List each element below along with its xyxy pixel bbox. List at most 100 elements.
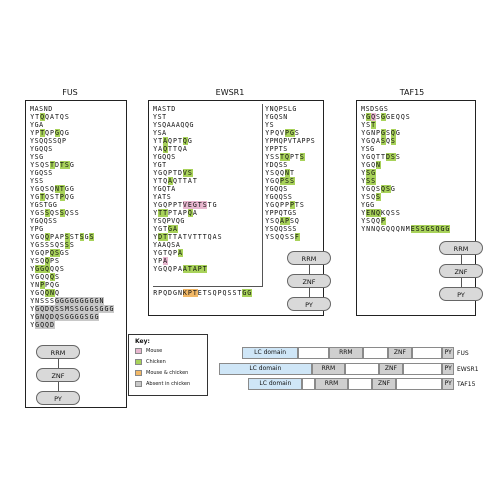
taf15-seq-line: YGG [361, 201, 375, 209]
segment-lc-domain: LC domain [248, 378, 303, 390]
fus-seq-line: YGSSSQSSS [30, 241, 75, 249]
fus-seq-line: YPTQPGQG [30, 129, 70, 137]
fus-seq-line: YGQQS [30, 145, 53, 153]
fus-title: FUS [62, 88, 78, 97]
taf15-seq-line: YGQSQSG [361, 185, 396, 193]
legend-swatch [135, 370, 142, 376]
taf15-link [461, 255, 462, 264]
ewsr1-seq-right-line: YGQPPPTS [265, 201, 305, 209]
segment-linker [348, 378, 373, 390]
ewsr1-seq-right-line: YNQPSLG [265, 105, 297, 113]
ewsr1-rrm-pill: RRM [287, 251, 331, 265]
ewsr1-seq-left-line: YSQAAAQQG [153, 121, 195, 129]
fus-seq-line: YNPPQG [30, 281, 60, 289]
taf15-znf-pill: ZNF [439, 264, 483, 278]
ewsr1-seq-left-line: YSA [153, 129, 167, 137]
ewsr1-seq-right-line: YSQQSSF [265, 233, 300, 241]
legend-label: Mouse [146, 348, 163, 354]
ewsr1-link [309, 265, 310, 274]
ewsr1-seq-right-line: YPQVPGS [265, 129, 300, 137]
ewsr1-seq-left-line: MASTD [153, 105, 176, 113]
ewsr1-link [309, 288, 310, 297]
fus-seq-line: YGQQD [30, 321, 55, 329]
taf15-seq-line: YGQSGGEQQS [361, 113, 411, 121]
taf15-rrm-pill: RRM [439, 241, 483, 255]
taf15-seq-line: YST [361, 121, 376, 129]
ewsr1-seq-left-line: YGT [153, 161, 167, 169]
fus-seq-line: YGTQSTPQG [30, 193, 75, 201]
taf15-seq-line: YGQTTDSS [361, 153, 401, 161]
fus-seq-line: YGQQQS [30, 273, 60, 281]
segment-linker [362, 347, 389, 359]
fus-seq-line: YPG [30, 225, 44, 233]
legend-title: Key: [135, 338, 150, 345]
taf15-seq-line: YGNPGSQG [361, 129, 401, 137]
taf15-seq-line: YSQS [361, 193, 381, 201]
segment-znf: ZNF [372, 378, 396, 390]
segment-rrm: RRM [311, 363, 345, 375]
segment-linker [411, 347, 443, 359]
taf15-seq-line: YGQASQS [361, 137, 396, 145]
segment-py: PY [442, 347, 454, 359]
taf15-seq-line: YSG [361, 169, 376, 177]
fus-py-pill: PY [36, 391, 80, 405]
segment-py: PY [442, 378, 454, 390]
ewsr1-seq-right-line: YSQAPSQ [265, 217, 300, 225]
ewsr1-seq-left-line: YPA [153, 257, 168, 265]
fus-seq-line: YGQDQSSMSSGGGSGGG [30, 305, 115, 313]
segment-py: PY [442, 363, 454, 375]
ewsr1-seq-right-line: YDQSS [265, 161, 288, 169]
ewsr1-seq-bottom-line: RPQDGNKPTETSQPQSSTGG [153, 289, 253, 297]
segment-rrm: RRM [315, 378, 348, 390]
taf15-py-pill: PY [439, 287, 483, 301]
ewsr1-seq-left-line: YGQPPTVEGTSTG [153, 201, 218, 209]
taf15-link [461, 278, 462, 287]
ewsr1-znf-pill: ZNF [287, 274, 331, 288]
ewsr1-seq-left-line: YGTGA [153, 225, 178, 233]
taf15-seq-line: YSS [361, 177, 376, 185]
taf15-seq-line: YGQN [361, 161, 381, 169]
architecture-label: TAF15 [457, 381, 476, 388]
fus-seq-line: YTQQATQS [30, 113, 70, 121]
fus-seq-line: YGSTGG [30, 201, 58, 209]
ewsr1-seq-left-line: YGTQPA [153, 249, 183, 257]
ewsr1-title: EWSR1 [215, 88, 245, 97]
legend-label: Chicken [146, 359, 166, 365]
fus-seq-line: YGA [30, 121, 44, 129]
fus-seq-line: MASND [30, 105, 53, 113]
taf15-seq-line: MSDSGS [361, 105, 389, 113]
ewsr1-seq-right-line: YSQQSSS [265, 225, 297, 233]
fus-seq-line: YGQPQSGS [30, 249, 70, 257]
ewsr1-seq-right-line: YGQSN [265, 113, 288, 121]
ewsr1-py-pill: PY [287, 297, 331, 311]
ewsr1-seq-left-line: YGQQS [153, 153, 176, 161]
legend-swatch [135, 348, 142, 354]
ewsr1-seq-left-line: YSQPVQG [153, 217, 185, 225]
fus-seq-line: YSQQSSQP [30, 137, 67, 145]
taf15-title: TAF15 [399, 88, 425, 97]
fus-link [58, 359, 59, 368]
ewsr1-seq-left-line: YAAQSA [153, 241, 181, 249]
ewsr1-seq-right-line: YPMQPVTAPPS [265, 137, 316, 145]
ewsr1-seq-left-line: YTQAQTTAT [153, 177, 198, 185]
ewsr1-seq-left-line: YGQQPAATAPT [153, 265, 208, 273]
fus-seq-line: YGNQDQSGGGGSGG [30, 313, 100, 321]
fus-seq-line: YGGQQQS [30, 265, 65, 273]
fus-seq-line: YGQQNQ [30, 289, 60, 297]
ewsr1-seq-left-line: YDTTTATVTTTQAS [153, 233, 223, 241]
fus-link [58, 382, 59, 391]
segment-lc-domain: LC domain [218, 363, 312, 375]
fus-seq-line: YSQQPS [30, 257, 60, 265]
fus-rrm-pill: RRM [36, 345, 80, 359]
ewsr1-seq-right-line: YGQQS [265, 185, 288, 193]
segment-znf: ZNF [378, 363, 404, 375]
fus-znf-pill: ZNF [36, 368, 80, 382]
ewsr1-connector-vertical [262, 104, 263, 286]
segment-linker [302, 378, 316, 390]
ewsr1-seq-right-line: YPPQTGS [265, 209, 297, 217]
ewsr1-seq-right-line: YSSTQPTS [265, 153, 305, 161]
ewsr1-seq-left-line: YST [153, 113, 167, 121]
ewsr1-connector-horizontal [153, 286, 263, 287]
